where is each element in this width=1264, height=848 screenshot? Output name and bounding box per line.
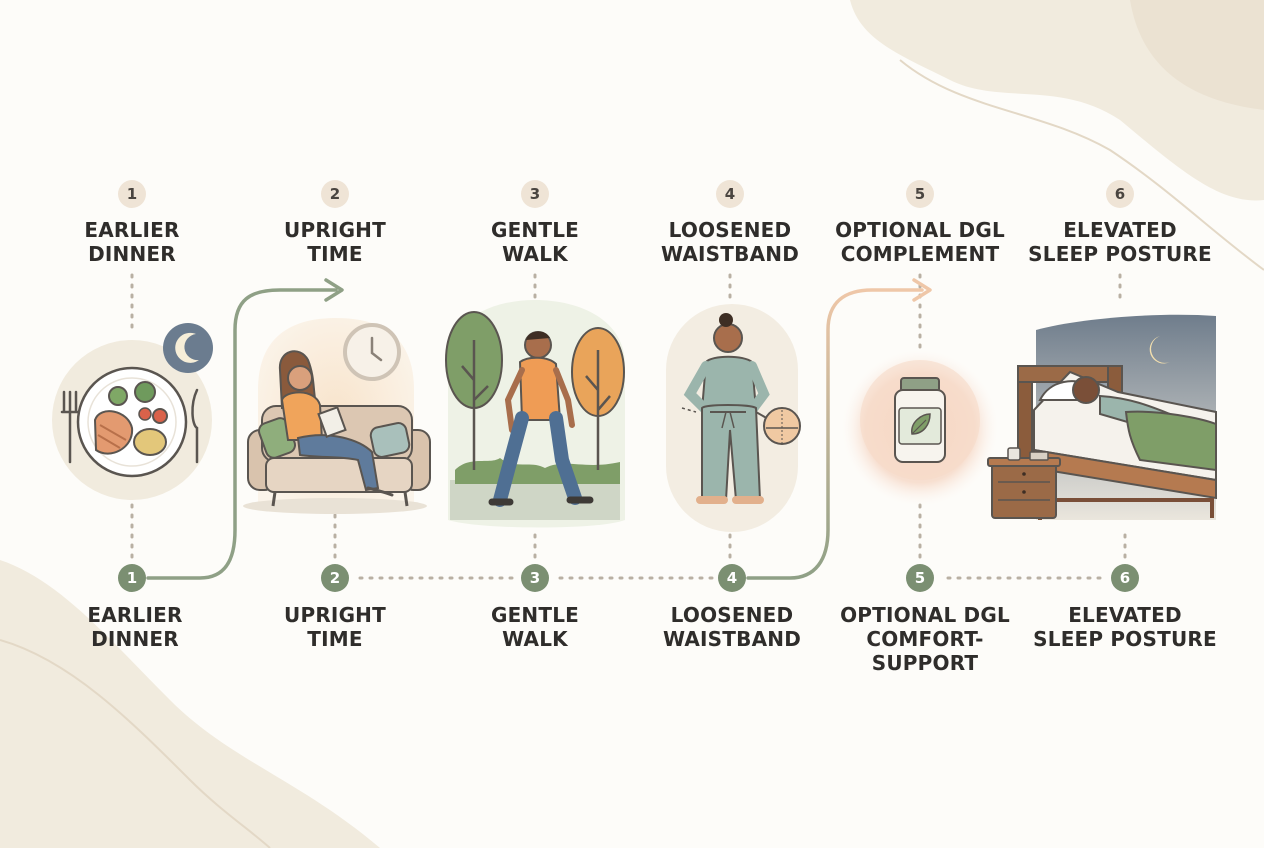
step-6-bottom-label: ELEVATED SLEEP POSTURE [1033,603,1217,651]
step-2-top-label: UPRIGHT TIME [284,218,386,266]
step-1-bottom-label: EARLIER DINNER [87,603,183,651]
step-5-top-badge: 5 [906,180,934,208]
step-3-top-badge: 3 [521,180,549,208]
step-6-top-label: ELEVATED SLEEP POSTURE [1028,218,1212,266]
step-2-bottom-badge: 2 [321,564,349,592]
step-6-bottom-badge: 6 [1111,564,1139,592]
step-5-bottom-label: OPTIONAL DGL COMFORT- SUPPORT [840,603,1010,675]
step-2-bottom-label: UPRIGHT TIME [284,603,386,651]
step-2-top-badge: 2 [321,180,349,208]
step-3-bottom-badge: 3 [521,564,549,592]
step-1-top-badge: 1 [118,180,146,208]
step-5-top-label: OPTIONAL DGL COMPLEMENT [835,218,1005,266]
step-4-top-label: LOOSENED WAISTBAND [661,218,799,266]
step-5-bottom-badge: 5 [906,564,934,592]
step-6-top-badge: 6 [1106,180,1134,208]
step-4-bottom-label: LOOSENED WAISTBAND [663,603,801,651]
step-4-top-badge: 4 [716,180,744,208]
step-1-bottom-badge: 1 [118,564,146,592]
step-3-top-label: GENTLE WALK [490,218,580,266]
step-3-bottom-label: GENTLE WALK [490,603,580,651]
step-4-bottom-badge: 4 [718,564,746,592]
step-1-top-label: EARLIER DINNER [84,218,180,266]
